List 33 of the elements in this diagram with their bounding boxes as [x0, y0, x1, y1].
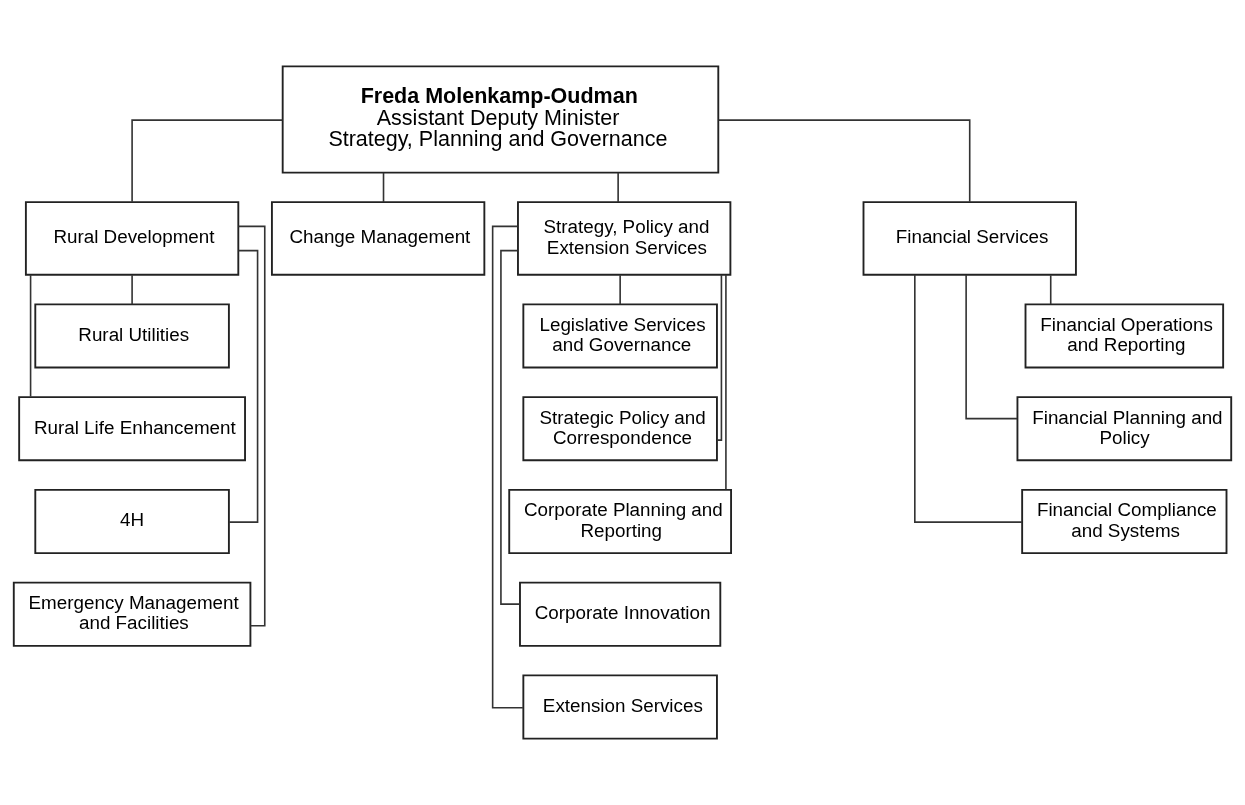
connector — [382, 171, 385, 203]
node-box: Rural Development — [24, 201, 240, 276]
node-box: Change Management — [271, 201, 486, 276]
connector — [716, 274, 723, 441]
connector — [131, 119, 284, 203]
connector — [717, 119, 971, 203]
connector — [725, 274, 727, 491]
connector — [965, 274, 1018, 420]
node-box: Freda Molenkamp-Oudman Assistant Deputy Minister Strategy, Planning and Governance — [281, 65, 720, 174]
connector — [228, 249, 259, 523]
node-box: Financial Services — [862, 201, 1077, 276]
connector — [131, 274, 133, 305]
connector — [237, 225, 266, 627]
node-box: Rural Life Enhancement — [18, 396, 246, 462]
connector — [619, 274, 621, 305]
connector — [500, 249, 521, 605]
node-box: Financial Compliance and Systems — [1021, 488, 1228, 555]
connector — [914, 274, 1023, 523]
node-box: Financial Operations and Reporting — [1024, 303, 1225, 369]
connector — [491, 225, 524, 709]
node-box: Corporate Planning and Reporting — [508, 488, 732, 555]
node-box: 4H — [34, 488, 230, 555]
connector — [29, 274, 32, 398]
node-box: Rural Utilities — [34, 303, 230, 369]
node-box: Strategy, Policy and Extension Services — [517, 201, 732, 276]
node-box: Corporate Innovation — [519, 581, 722, 647]
connector — [1049, 274, 1052, 305]
node-box: Strategic Policy and Correspondence — [522, 396, 718, 462]
node-box: Legislative Services and Governance — [522, 303, 718, 369]
node-box: Extension Services — [522, 674, 718, 740]
node-box: Emergency Management and Facilities — [12, 581, 252, 647]
node-box: Financial Planning and Policy — [1016, 396, 1233, 462]
connector — [617, 171, 619, 203]
